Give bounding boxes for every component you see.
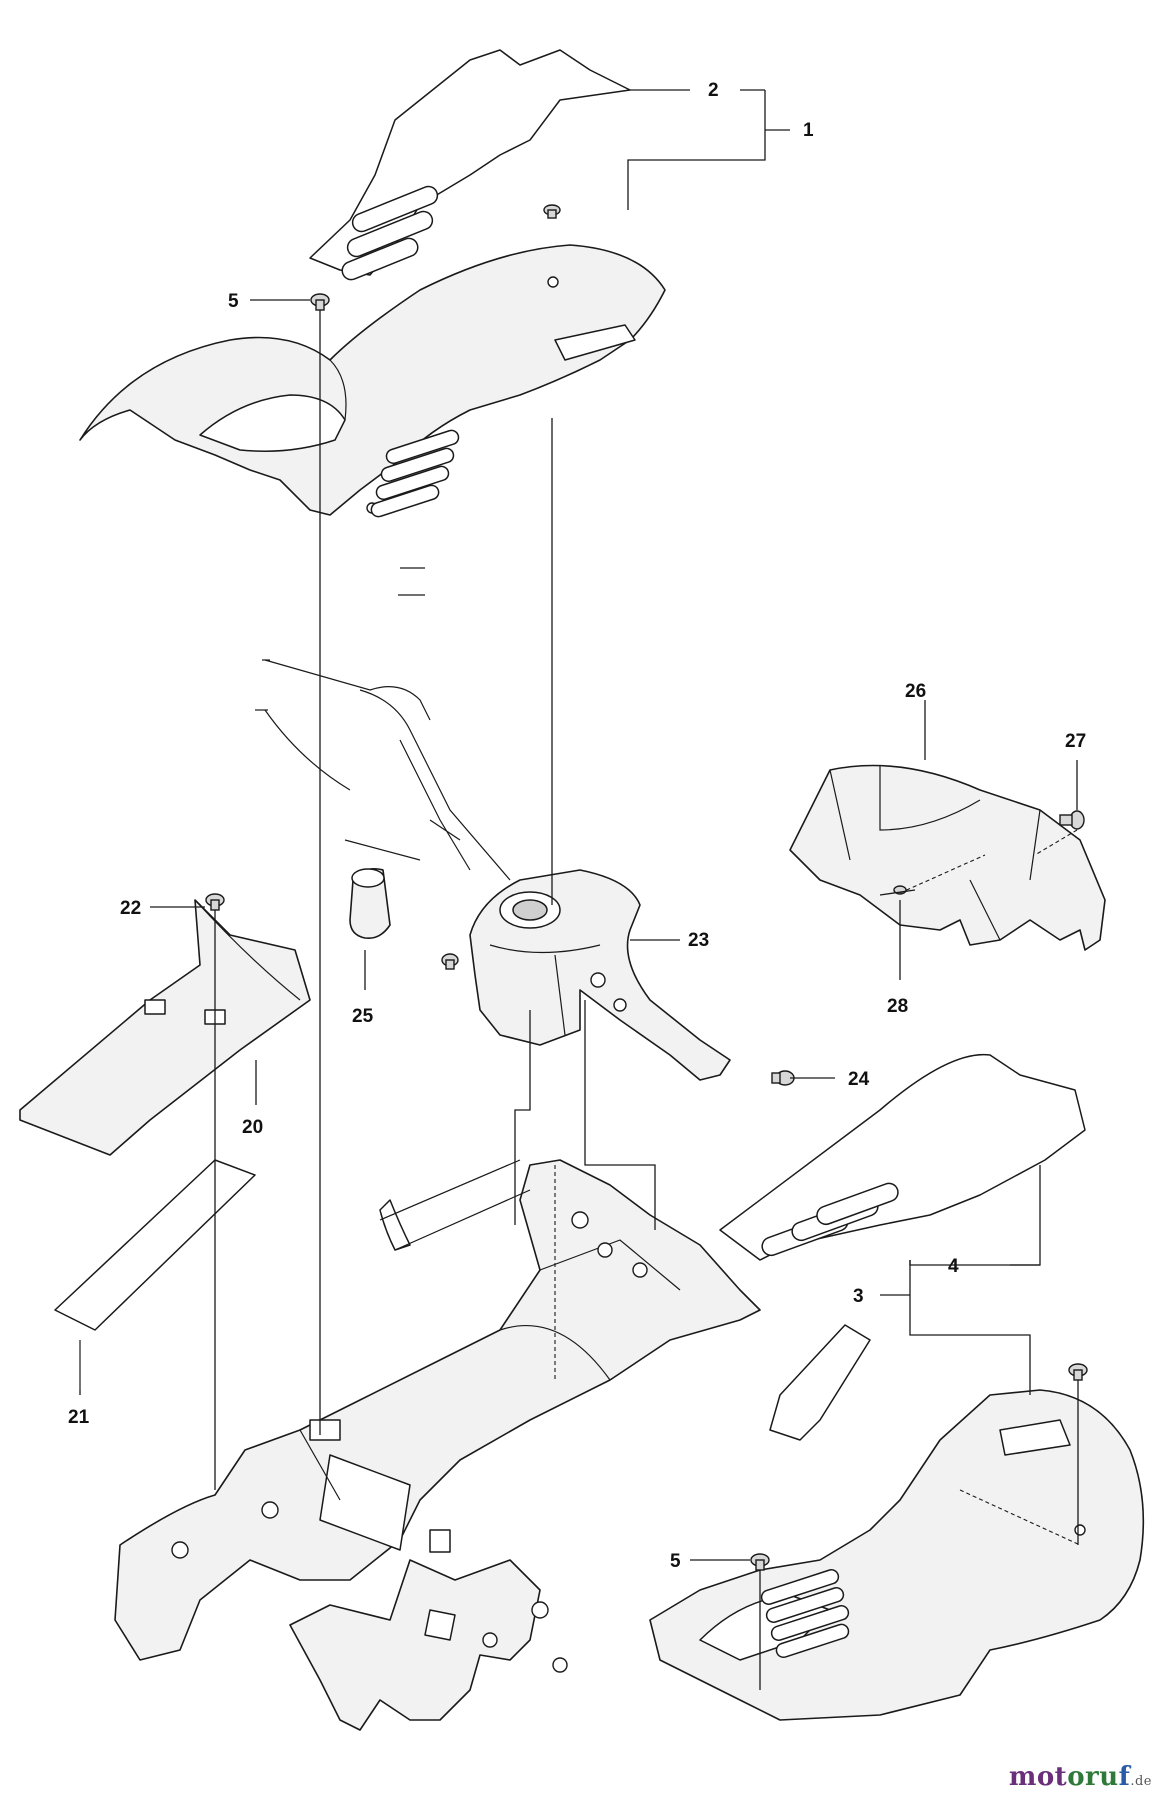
alignment-lines (214, 310, 1081, 1690)
part-26-rear-cover (789, 764, 1106, 951)
callout-5-upper: 5 (228, 291, 239, 312)
part-23-console (469, 869, 731, 1081)
callout-25: 25 (352, 1006, 374, 1027)
screw-upper-right (543, 204, 561, 219)
callout-27: 27 (1065, 731, 1086, 752)
part-5-screw-lower (750, 1553, 770, 1571)
callout-21: 21 (68, 1407, 90, 1428)
part-5-screw-upper (310, 293, 330, 311)
callout-3: 3 (853, 1286, 864, 1307)
callout-labels: 1 2 5 26 27 22 23 28 25 24 20 4 3 21 5 (68, 80, 1086, 1572)
steering-linkage (255, 567, 511, 881)
callout-22: 22 (120, 898, 141, 919)
watermark-logo: motoruf.de (1008, 1762, 1152, 1792)
part-20-side-panel (19, 899, 311, 1156)
part-21-strip (54, 1159, 256, 1390)
fender-slots-upper (370, 429, 460, 518)
callout-24: 24 (848, 1069, 870, 1090)
callout-1: 1 (803, 120, 814, 141)
decal-slots-upper (341, 185, 439, 281)
fender-slots-lower (760, 1569, 850, 1659)
part-2-decal-upper (309, 49, 631, 281)
part-3-fender-lower (649, 1389, 1145, 1721)
part-1-fender-upper (79, 244, 666, 518)
decal-slots-lower (761, 1182, 899, 1257)
callout-leaders (79, 89, 1078, 1561)
chassis-frame (114, 1159, 871, 1731)
part-24-screw (771, 1070, 795, 1086)
part-27-screw (1059, 810, 1085, 830)
screw-console (441, 953, 459, 970)
part-25-knob (349, 867, 391, 940)
callout-23: 23 (688, 930, 709, 951)
callout-20: 20 (242, 1117, 263, 1138)
callout-5-lower: 5 (670, 1551, 681, 1572)
part-22-screw (205, 893, 225, 911)
part-4-decal-lower (719, 1053, 1086, 1261)
callout-4: 4 (948, 1256, 959, 1277)
fasteners (205, 204, 1088, 1571)
callout-26: 26 (905, 681, 926, 702)
callout-2: 2 (708, 80, 719, 101)
screw-lower-right (1068, 1363, 1088, 1381)
callout-28: 28 (887, 996, 908, 1017)
